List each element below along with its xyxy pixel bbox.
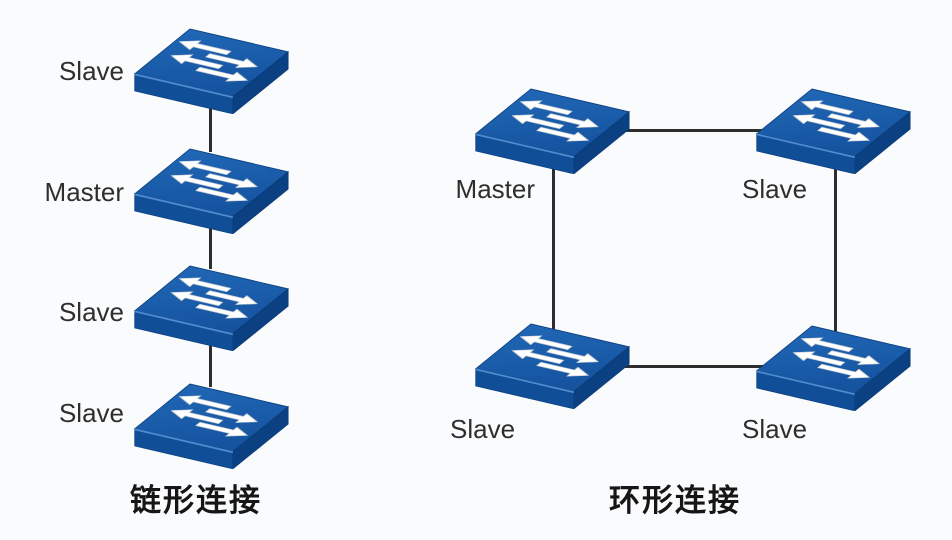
- chain-node-label-slave-1: Slave: [58, 56, 124, 86]
- switch-icon-chain-slave-1: [129, 26, 291, 114]
- chain-node-label-slave-2: Slave: [58, 297, 124, 327]
- ring-node-label-slave-top: Slave: [742, 174, 808, 204]
- ring-link-bottom: [622, 365, 764, 368]
- ring-caption: 环形连接: [609, 483, 741, 518]
- ring-node-label-master: Master: [455, 174, 535, 204]
- switch-icon-ring-slave-top: [751, 86, 913, 174]
- chain-link-1: [209, 103, 212, 152]
- chain-node-label-slave-3: Slave: [58, 398, 124, 428]
- switch-icon-ring-master: [470, 86, 632, 174]
- ring-link-right: [834, 165, 837, 335]
- switch-icon-chain-master: [129, 146, 291, 234]
- chain-caption: 链形连接: [130, 483, 262, 518]
- ring-node-label-slave-right: Slave: [742, 414, 808, 444]
- chain-link-3: [209, 340, 212, 387]
- switch-icon-chain-slave-2: [129, 263, 291, 351]
- ring-link-left: [552, 165, 555, 332]
- chain-link-2: [209, 223, 212, 269]
- switch-icon-ring-slave-right: [751, 323, 913, 411]
- switch-icon-ring-slave-left: [470, 321, 632, 409]
- switch-icon-chain-slave-3: [129, 381, 291, 469]
- ring-link-top: [624, 129, 764, 132]
- chain-node-label-master: Master: [44, 177, 124, 207]
- ring-node-label-slave-left: Slave: [450, 414, 516, 444]
